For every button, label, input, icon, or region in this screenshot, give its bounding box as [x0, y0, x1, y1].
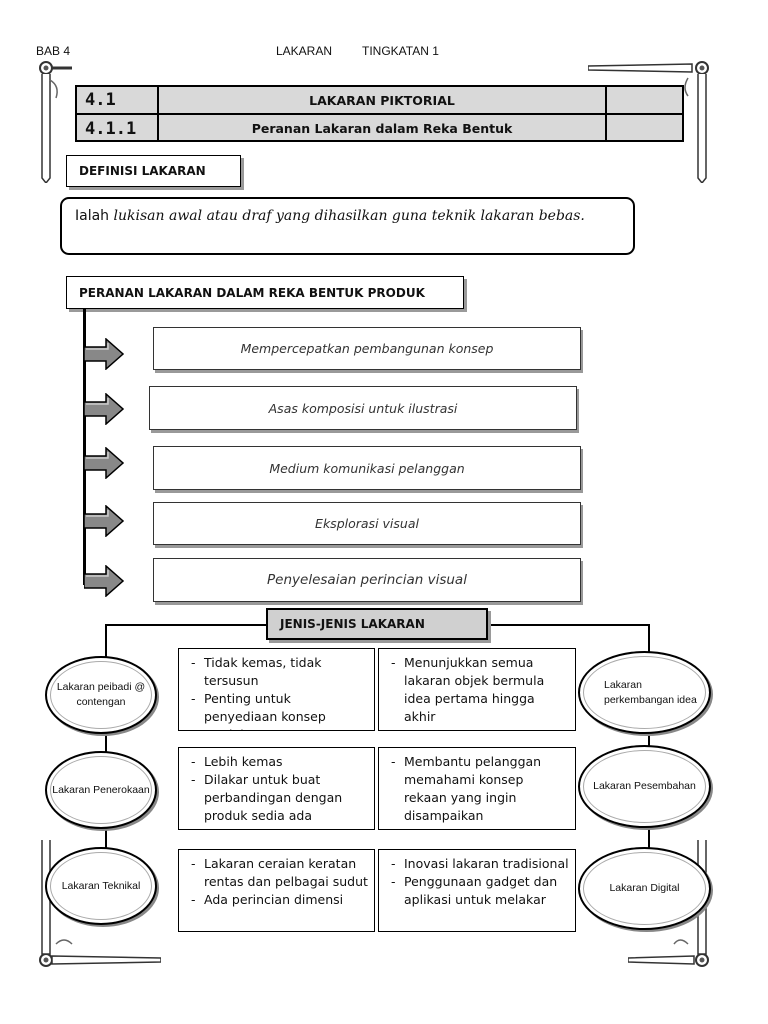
- right-oval: Lakaran Pesembahan: [578, 745, 711, 828]
- list-item: Penggunaan gadget dan aplikasi untuk mel…: [391, 873, 569, 909]
- list-item: Menunjukkan semua lakaran objek bermula …: [391, 654, 569, 726]
- definition-text: lukisan awal atau draf yang dihasilkan g…: [113, 208, 585, 224]
- right-oval: Lakaran Digital: [578, 847, 711, 930]
- left-description-box: Tidak kemas, tidak tersusunPenting untuk…: [178, 648, 375, 731]
- arrow-right-icon: [84, 447, 124, 479]
- definition-box: Ialah lukisan awal atau draf yang dihasi…: [60, 197, 635, 255]
- list-item: Ada perincian dimensi: [191, 891, 368, 909]
- list-item: Membantu pelanggan memahami konsep rekaa…: [391, 753, 569, 825]
- empty-cell: [607, 115, 682, 142]
- corner-ornament-bottom-left: [39, 840, 161, 967]
- list-item: Inovasi lakaran tradisional: [391, 855, 569, 873]
- subsection-code: 4.1.1: [77, 115, 159, 142]
- section-title: LAKARAN PIKTORIAL: [159, 87, 607, 113]
- right-description-box: Inovasi lakaran tradisionalPenggunaan ga…: [378, 849, 576, 932]
- subsection-title: Peranan Lakaran dalam Reka Bentuk: [159, 115, 607, 142]
- corner-ornament-top-right: [588, 61, 709, 183]
- form-label: TINGKATAN 1: [362, 44, 439, 58]
- corner-ornament-top-left: [39, 61, 72, 183]
- role-item: Medium komunikasi pelanggan: [153, 446, 581, 490]
- role-item: Mempercepatkan pembangunan konsep: [153, 327, 581, 370]
- list-item: Lakaran ceraian keratan rentas dan pelba…: [191, 855, 368, 891]
- left-oval: Lakaran Teknikal: [45, 847, 157, 925]
- left-oval: Lakaran peibadi @ contengan: [45, 656, 157, 734]
- title-row: 4.1 LAKARAN PIKTORIAL: [77, 87, 682, 115]
- left-description-box: Lakaran ceraian keratan rentas dan pelba…: [178, 849, 375, 932]
- arrow-right-icon: [84, 505, 124, 537]
- role-item: Eksplorasi visual: [153, 502, 581, 545]
- list-item: Lebih kemas: [191, 753, 368, 771]
- role-item: Asas komposisi untuk ilustrasi: [149, 386, 577, 430]
- left-description-box: Lebih kemasDilakar untuk buat perbanding…: [178, 747, 375, 830]
- right-description-box: Membantu pelanggan memahami konsep rekaa…: [378, 747, 576, 830]
- title-row: 4.1.1 Peranan Lakaran dalam Reka Bentuk: [77, 115, 682, 142]
- list-item: Tidak kemas, tidak tersusun: [191, 654, 368, 690]
- list-item: Penting untuk penyediaan konsep produk: [191, 690, 368, 730]
- arrow-right-icon: [84, 338, 124, 370]
- list-item: Dilakar untuk buat perbandingan dengan p…: [191, 771, 368, 825]
- roles-heading: PERANAN LAKARAN DALAM REKA BENTUK PRODUK: [66, 276, 464, 309]
- role-item: Penyelesaian perincian visual: [153, 558, 581, 602]
- arrow-right-icon: [84, 393, 124, 425]
- section-code: 4.1: [77, 87, 159, 113]
- roles-connector-line: [83, 309, 86, 585]
- arrow-right-icon: [84, 565, 124, 597]
- subject-label: LAKARAN: [276, 44, 333, 58]
- chapter-label: BAB 4: [36, 44, 71, 58]
- right-description-box: Menunjukkan semua lakaran objek bermula …: [378, 648, 576, 731]
- title-table: 4.1 LAKARAN PIKTORIAL 4.1.1 Peranan Laka…: [75, 85, 684, 142]
- types-heading: JENIS-JENIS LAKARAN: [266, 608, 488, 640]
- definition-heading: DEFINISI LAKARAN: [66, 155, 241, 187]
- left-oval: Lakaran Penerokaan: [45, 751, 157, 829]
- right-oval: Lakaran perkembangan idea: [578, 651, 711, 734]
- definition-lead: Ialah: [75, 208, 110, 224]
- empty-cell: [607, 87, 682, 113]
